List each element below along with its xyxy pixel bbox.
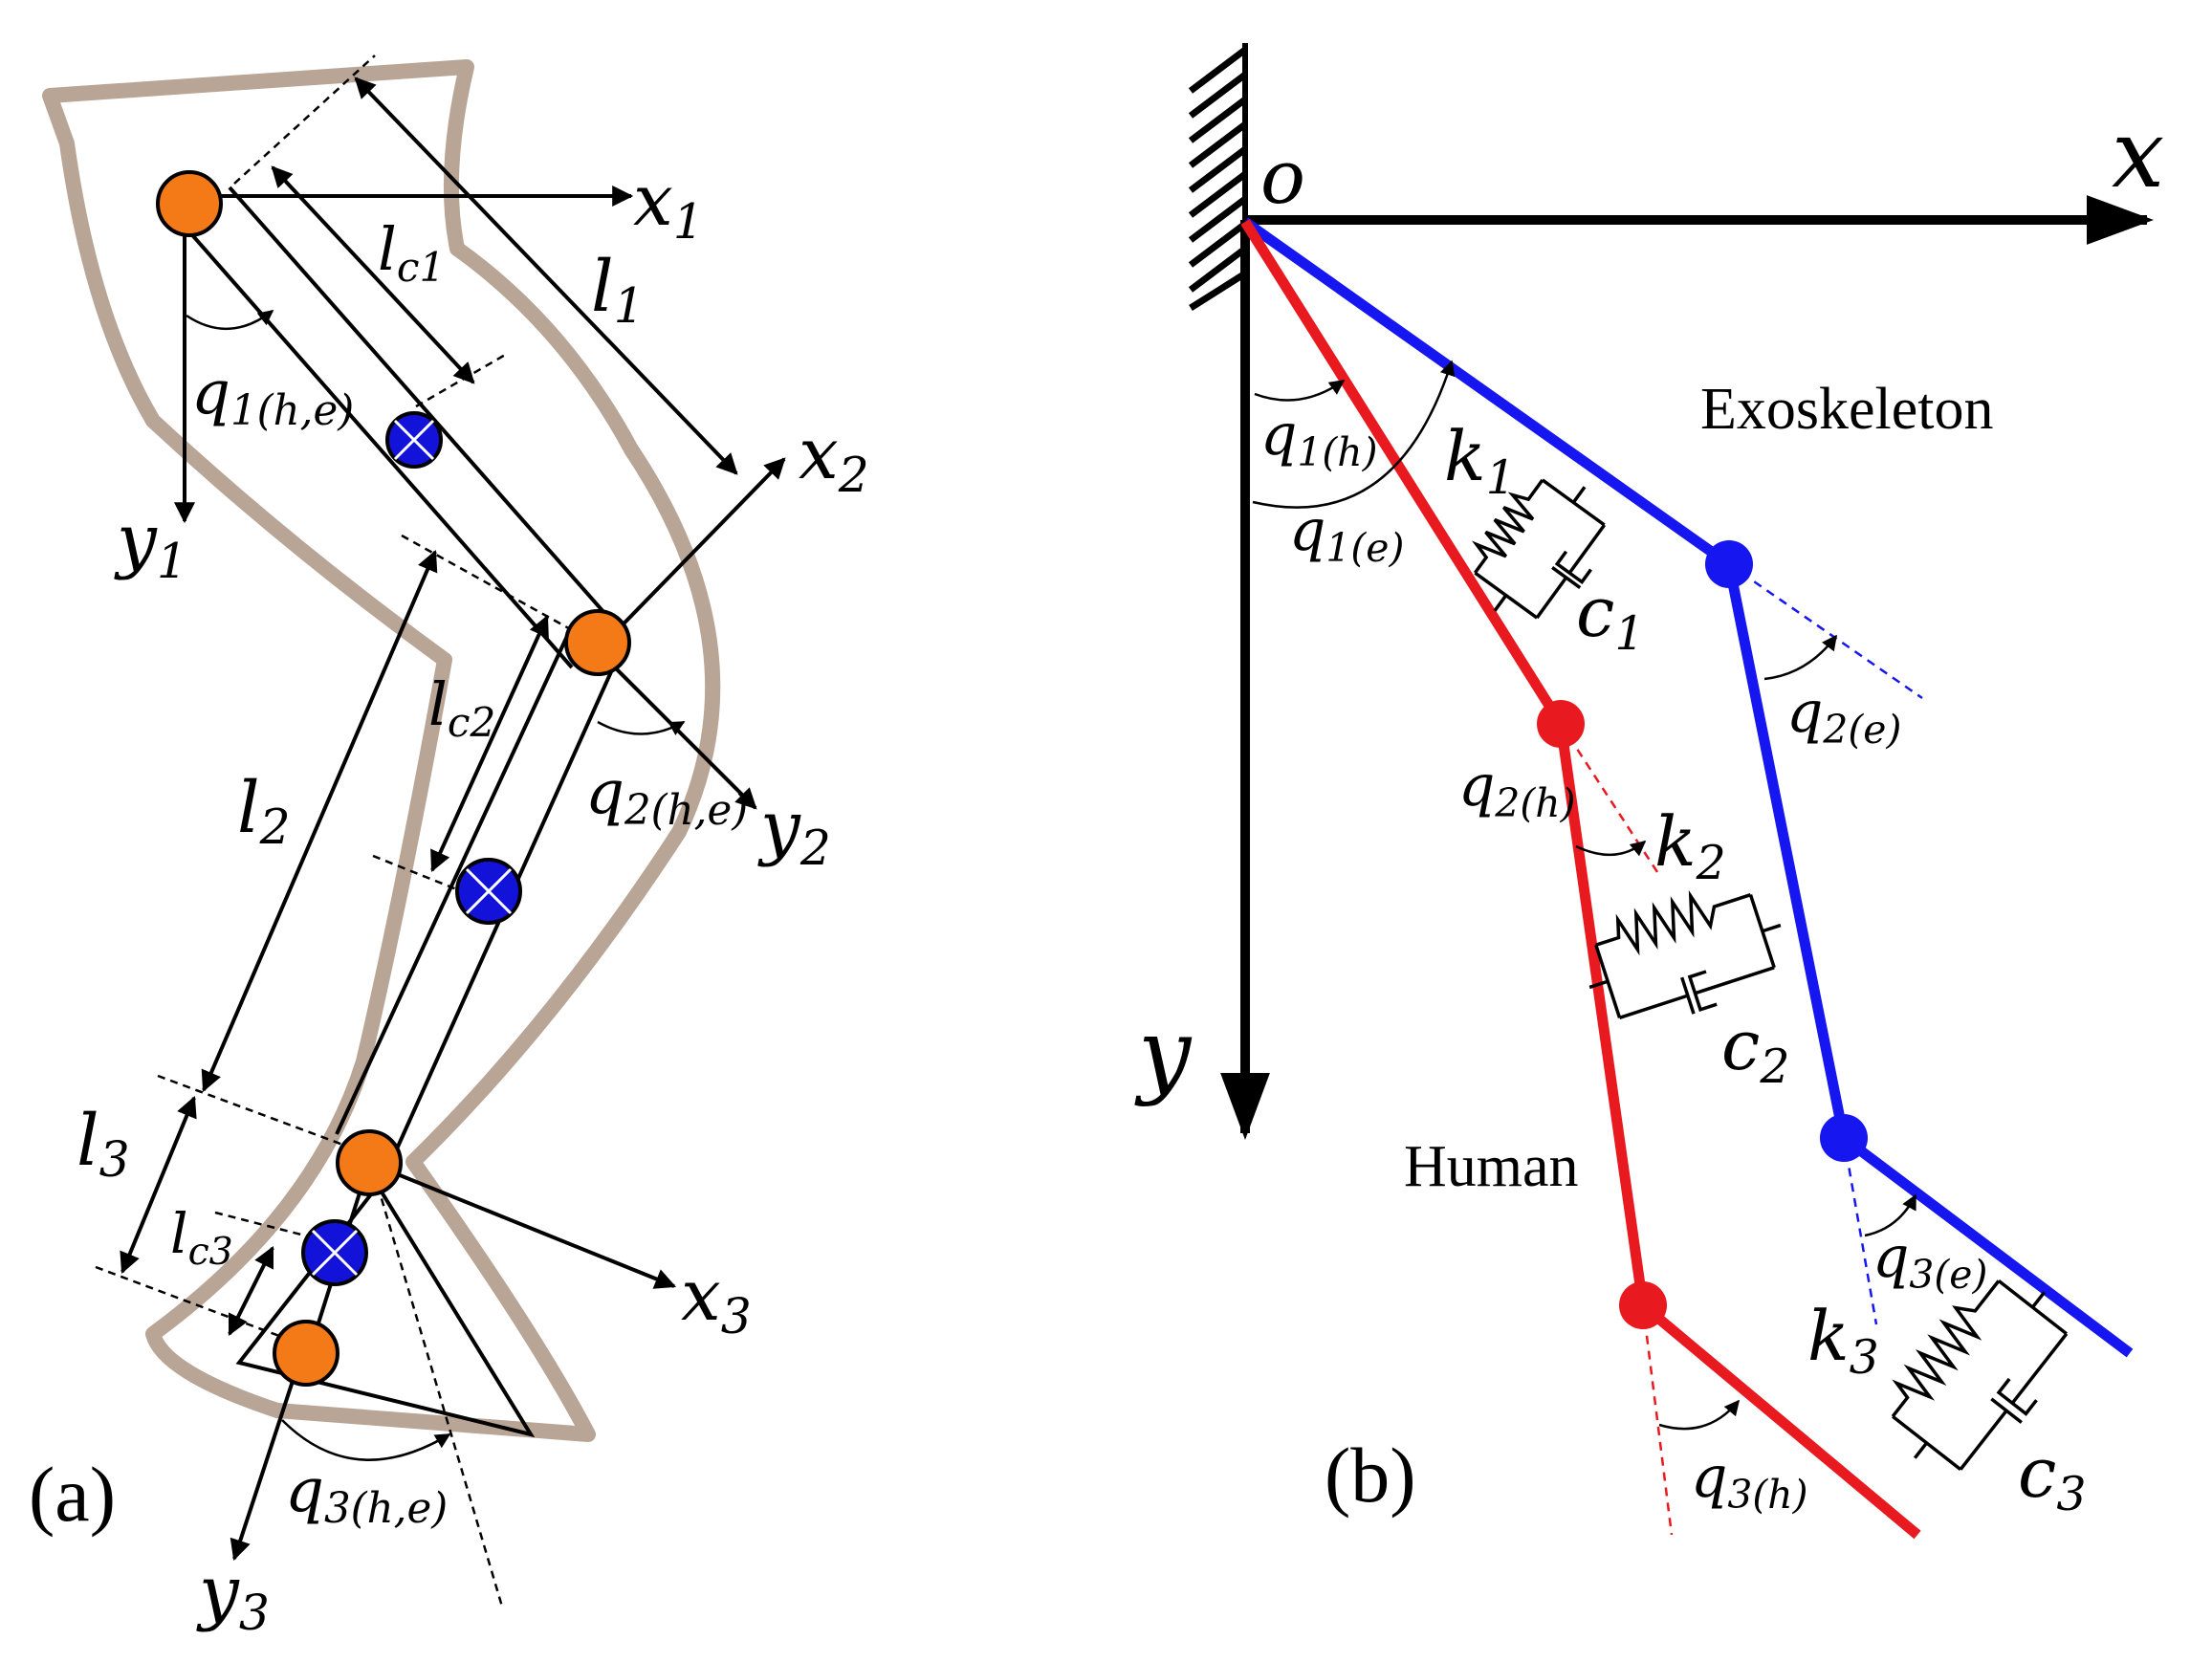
y3-axis-arrow [230,1368,298,1562]
dimension-guide [95,1265,288,1341]
c2-label: c2 [1721,1005,1789,1094]
q3e-label: q3(e) [1873,1224,1987,1298]
exo-ankle-joint [1820,1114,1868,1162]
exo-ankle-extension [1842,1137,1878,1325]
spring-damper-2 [1588,889,1782,1019]
k3-label: k3 [1807,1296,1879,1385]
q1h-angle-arc [1254,379,1346,402]
k2-label: k2 [1654,801,1726,890]
q3h-label: q3(h) [1691,1444,1808,1518]
l1-label: l1 [591,246,645,334]
panel-a: x1 y1 x2 y2 x3 y3 l1 lc1 l2 lc2 l3 lc3 q… [29,55,869,1641]
exoskeleton-label: Exoskeleton [1700,377,1994,442]
q1-label: q1(h,e) [191,358,354,435]
human-shank-link [1555,723,1649,1306]
human-ankle-extension [1641,1304,1674,1536]
x-axis-label: x [2112,100,2164,209]
lc3-label: lc3 [170,1201,233,1274]
human-label: Human [1404,1134,1579,1199]
dimension-guide [233,55,376,185]
foot-joint [273,1320,339,1387]
exo-knee-joint [1705,540,1753,588]
hip-joint [156,170,223,237]
exo-shank-link [1723,562,1850,1140]
l1-dimension-arrow [354,77,738,475]
y2-label: y2 [757,786,831,876]
x2-axis-arrow [596,457,786,652]
l2-label: l2 [237,767,291,855]
origin-label: o [1260,135,1305,221]
human-knee-joint [1537,700,1585,748]
fixed-wall [1188,43,1248,311]
q2e-angle-arc [1763,634,1837,681]
q2e-label: q2(e) [1786,679,1901,753]
y-axis-label: y [1134,999,1193,1108]
k1-label: k1 [1444,416,1516,505]
c3-label: c3 [2018,1432,2086,1521]
spring-damper-1 [1472,478,1607,620]
human-thigh-link [1240,219,1566,727]
dimension-guide [415,352,508,408]
lc2-label: lc2 [428,669,495,746]
q1-angle-arc [186,310,274,331]
exo-foot-link [1840,1133,2134,1358]
panel-b-caption: (b) [1325,1432,1416,1519]
dimension-guide [376,1185,504,1607]
x3-axis-arrow [368,1161,677,1289]
human-ankle-joint [1619,1281,1667,1329]
q3-label: q3(h,e) [285,1455,448,1533]
x2-label: x2 [799,413,869,503]
y3-label: y3 [196,1551,270,1641]
q3-angle-arc [281,1419,451,1461]
q1e-angle-arc [1252,360,1456,509]
panel-a-caption: (a) [29,1451,116,1538]
ankle-joint [336,1129,403,1196]
spring-damper-3 [1891,1279,2069,1472]
knee-joint [564,609,631,676]
q2-angle-arc [597,720,686,735]
q2h-angle-arc [1575,840,1647,857]
q3e-angle-arc [1864,1193,1917,1237]
q3h-angle-arc [1658,1399,1741,1431]
foot-com-marker [301,1219,368,1286]
x3-label: x3 [681,1255,752,1345]
dimension-guide [214,1211,336,1245]
l3-label: l3 [77,1100,130,1188]
y1-label: y1 [114,499,187,589]
c1-label: c1 [1576,572,1644,661]
thigh-com-marker [385,411,443,469]
exo-knee-extension [1728,562,1923,700]
q2h-label: q2(h) [1458,753,1576,826]
q1e-label: q1(e) [1289,497,1404,571]
lc1-dimension-arrow [271,165,475,384]
q1h-label: q1(h) [1260,402,1378,475]
lc3-dimension-arrow [228,1246,274,1336]
x1-label: x1 [633,160,704,250]
lc1-label: lc1 [378,214,445,291]
dimension-guide [372,854,470,896]
dimension-guide [157,1074,364,1154]
panel-b: o x y Exoskeleton Human q1(h) q1(e) q2(e… [1134,43,2164,1540]
q2-label: q2(h,e) [585,757,748,835]
human-foot-link [1639,1301,1921,1540]
l3-dimension-arrow [120,1095,197,1275]
exo-thigh-link [1241,217,1733,569]
shank-com-marker [455,858,522,925]
foot-triangle [235,1182,536,1438]
l2-dimension-arrow [201,549,438,1093]
lc2-dimension-arrow [430,614,549,873]
